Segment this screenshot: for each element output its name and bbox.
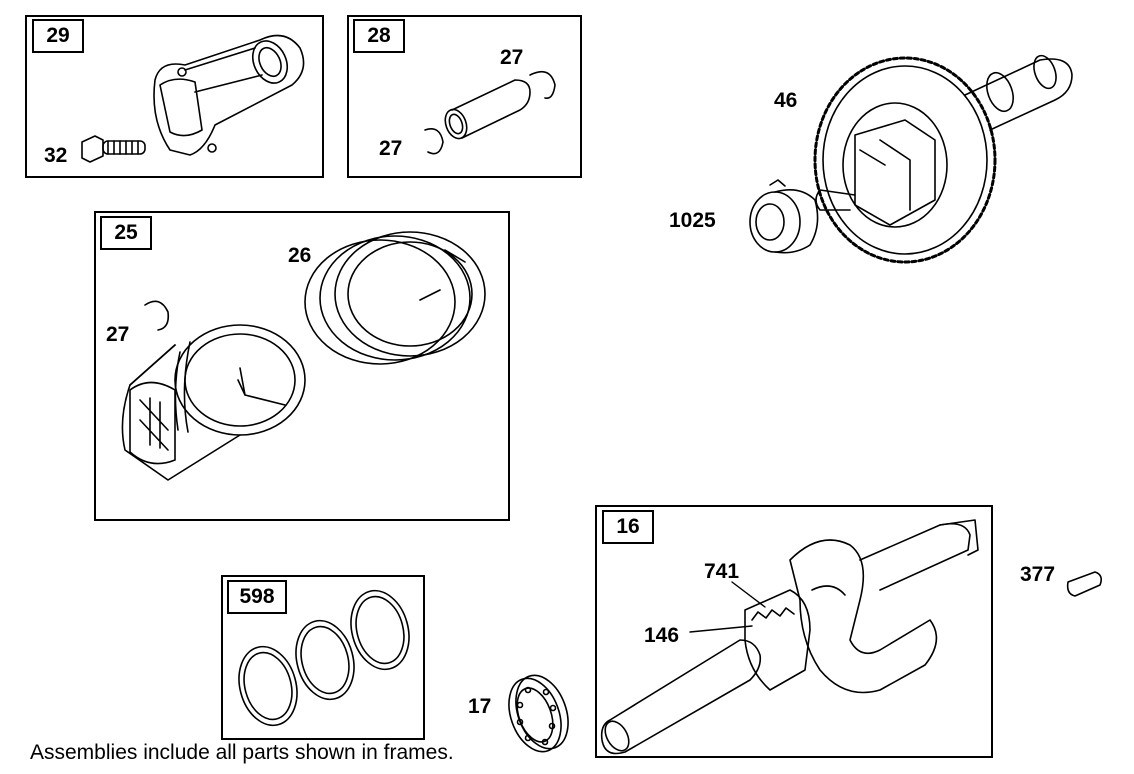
piston-clip-drawing [144,300,170,331]
label-pin-clip-top: 27 [500,46,524,69]
label-pin-clip-bottom: 27 [379,137,403,160]
assemblies-caption: Assemblies include all parts shown in fr… [30,741,454,764]
label-crank-key: 146 [644,624,680,647]
camshaft-drawing [813,54,1073,264]
label-flywheel-key: 377 [1020,563,1056,586]
frame-piston-assembly [94,211,510,521]
rod-bolt-drawing [81,135,146,163]
frame-tag-gasket-set: 598 [227,580,287,614]
frame-crankshaft [595,505,993,758]
piston-rings-drawing [304,231,486,365]
flywheel-key-drawing [1066,571,1102,597]
piston-drawing [121,324,306,481]
connecting-rod-drawing [153,34,305,156]
bearing-drawing [508,674,569,753]
piston-pin-drawing [444,79,531,140]
frame-tag-piston-assembly: 25 [100,216,152,250]
compression-release-drawing [749,179,819,254]
label-cam-gear: 46 [774,89,798,112]
label-piston-rings: 26 [288,244,312,267]
pin-clip-top-drawing [529,70,556,100]
gasket-set-drawing [238,589,410,727]
leader-crank-gear [731,581,766,608]
label-crank-gear: 741 [704,560,740,583]
leader-crank-key [689,625,753,633]
crankshaft-drawing [600,519,979,755]
frame-tag-crankshaft: 16 [602,510,654,544]
frame-tag-connecting-rod: 29 [32,19,84,53]
label-rod-bolt: 32 [44,144,68,167]
frame-gasket-set [221,575,425,740]
frame-connecting-rod [25,15,324,178]
label-bearing: 17 [468,695,492,718]
label-compression-release: 1025 [669,209,716,232]
frame-tag-piston-pin: 28 [353,19,405,53]
frame-piston-pin [347,15,582,178]
label-piston-clip: 27 [106,323,130,346]
pin-clip-bottom-drawing [424,128,444,155]
